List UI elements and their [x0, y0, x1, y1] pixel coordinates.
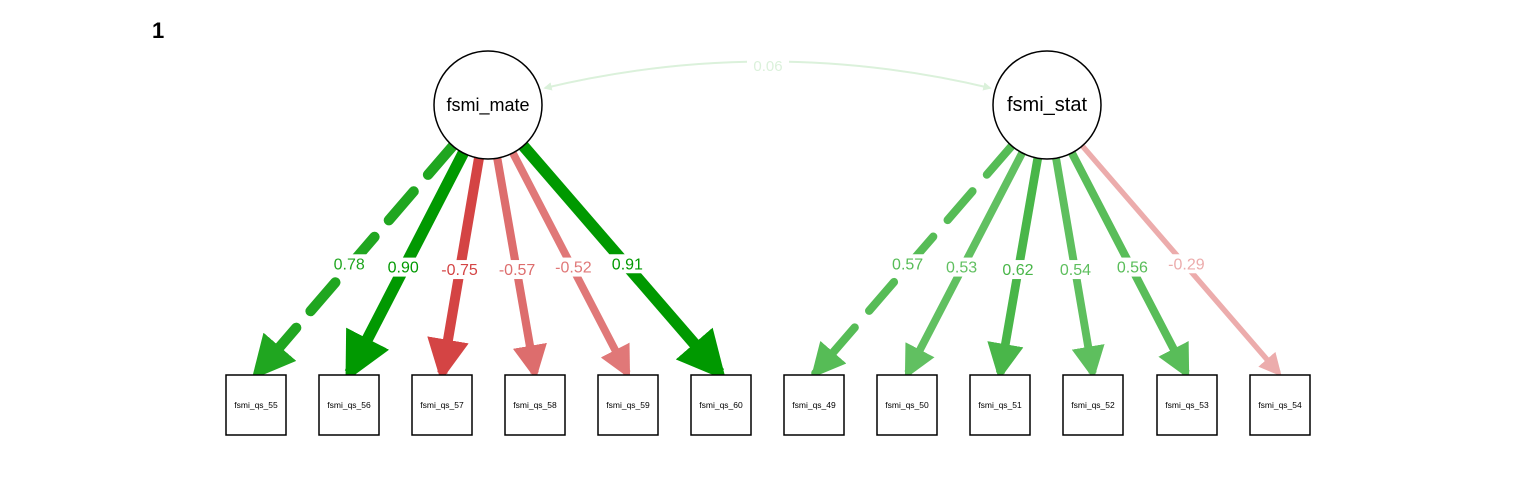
- loading-label-bg-fsmi_qs_50: [942, 257, 981, 277]
- indicator-node-fsmi_qs_56: [318, 374, 380, 436]
- loading-label-bg-fsmi_qs_51: [998, 260, 1037, 280]
- indicator-label-fsmi_qs_59: fsmi_qs_59: [606, 400, 650, 410]
- indicator-node-fsmi_qs_51: [969, 374, 1031, 436]
- indicator-node-fsmi_qs_49: [783, 374, 845, 436]
- loading-label-bg-fsmi_qs_55: [330, 254, 369, 274]
- indicator-label-fsmi_qs_55: fsmi_qs_55: [234, 400, 278, 410]
- loading-label-fsmi_qs_53: 0.56: [1117, 260, 1148, 277]
- latent-label-fsmi_stat: fsmi_stat: [1007, 94, 1087, 116]
- loading-label-bg-fsmi_qs_53: [1113, 257, 1152, 277]
- loading-label-fsmi_qs_58: -0.57: [499, 262, 536, 279]
- loading-label-fsmi_qs_54: -0.29: [1168, 256, 1205, 273]
- covariance-label-bg: [747, 57, 789, 74]
- indicator-node-fsmi_qs_52: [1062, 374, 1124, 436]
- latent-node-fsmi_stat: [992, 50, 1102, 160]
- indicator-label-fsmi_qs_49: fsmi_qs_49: [792, 400, 836, 410]
- loading-label-bg-fsmi_qs_54: [1167, 254, 1206, 274]
- loading-label-fsmi_qs_52: 0.54: [1060, 262, 1091, 279]
- loading-label-bg-fsmi_qs_56: [384, 257, 423, 277]
- covariance-label: 0.06: [753, 58, 782, 75]
- indicator-node-fsmi_qs_53: [1156, 374, 1218, 436]
- indicator-label-fsmi_qs_54: fsmi_qs_54: [1258, 400, 1302, 410]
- indicator-label-fsmi_qs_60: fsmi_qs_60: [699, 400, 743, 410]
- loading-label-fsmi_qs_56: 0.90: [388, 260, 419, 277]
- indicator-label-fsmi_qs_56: fsmi_qs_56: [327, 400, 371, 410]
- indicator-node-fsmi_qs_55: [225, 374, 287, 436]
- indicator-node-fsmi_qs_60: [690, 374, 752, 436]
- loading-label-fsmi_qs_49: 0.57: [892, 256, 923, 273]
- loading-label-fsmi_qs_50: 0.53: [946, 260, 977, 277]
- loading-label-bg-fsmi_qs_57: [440, 260, 479, 280]
- loading-label-fsmi_qs_51: 0.62: [1002, 262, 1033, 279]
- loading-label-bg-fsmi_qs_58: [498, 260, 537, 280]
- loading-label-fsmi_qs_55: 0.78: [334, 256, 365, 273]
- indicator-node-fsmi_qs_58: [504, 374, 566, 436]
- indicator-label-fsmi_qs_53: fsmi_qs_53: [1165, 400, 1209, 410]
- loading-label-fsmi_qs_59: -0.52: [555, 260, 592, 277]
- indicator-node-fsmi_qs_54: [1249, 374, 1311, 436]
- indicator-label-fsmi_qs_50: fsmi_qs_50: [885, 400, 929, 410]
- loading-label-bg-fsmi_qs_60: [608, 254, 647, 274]
- indicator-node-fsmi_qs_57: [411, 374, 473, 436]
- indicator-label-fsmi_qs_51: fsmi_qs_51: [978, 400, 1022, 410]
- loading-label-fsmi_qs_60: 0.91: [612, 256, 643, 273]
- indicator-label-fsmi_qs_52: fsmi_qs_52: [1071, 400, 1115, 410]
- panel-label: 1: [152, 18, 164, 43]
- indicator-node-fsmi_qs_50: [876, 374, 938, 436]
- latent-label-fsmi_mate: fsmi_mate: [446, 95, 529, 116]
- latent-node-fsmi_mate: [433, 50, 543, 160]
- indicator-label-fsmi_qs_58: fsmi_qs_58: [513, 400, 557, 410]
- loading-label-bg-fsmi_qs_52: [1056, 260, 1095, 280]
- loading-label-fsmi_qs_57: -0.75: [441, 262, 478, 279]
- indicator-label-fsmi_qs_57: fsmi_qs_57: [420, 400, 464, 410]
- loading-label-bg-fsmi_qs_59: [554, 257, 593, 277]
- indicator-node-fsmi_qs_59: [597, 374, 659, 436]
- loading-label-bg-fsmi_qs_49: [888, 254, 927, 274]
